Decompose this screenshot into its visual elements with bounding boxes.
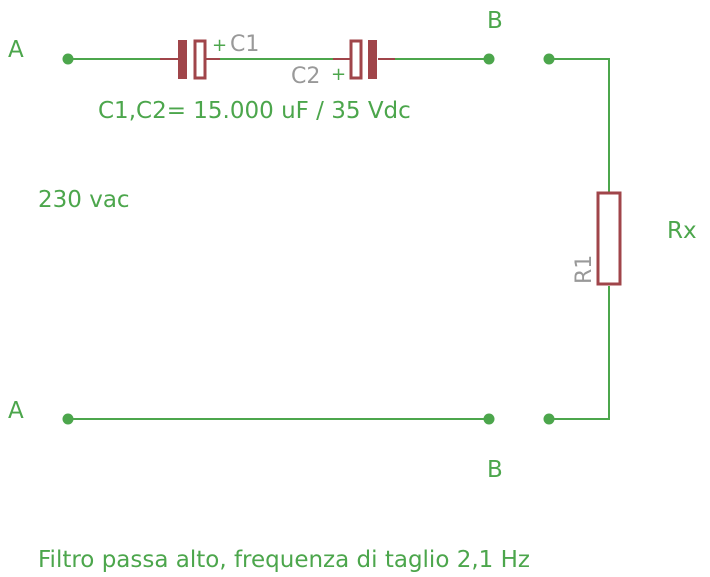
terminal-b-top-label: B xyxy=(487,8,503,34)
c2-plate-positive xyxy=(349,39,363,80)
capacitor-c1 xyxy=(160,39,220,80)
r1-name-label: R1 xyxy=(572,255,597,284)
load-top-dot xyxy=(543,53,555,65)
capacitor-spec-label: C1,C2= 15.000 uF / 35 Vdc xyxy=(98,98,411,124)
capacitor-c2 xyxy=(333,39,395,80)
wire-load-bottom xyxy=(549,286,610,420)
terminal-b-top-dot xyxy=(483,53,495,65)
resistor-r1 xyxy=(596,191,622,286)
caption: Filtro passa alto, frequenza di taglio 2… xyxy=(38,547,530,573)
load-label: Rx xyxy=(667,218,697,244)
c2-polarity-mark: + xyxy=(331,64,346,85)
c2-name-label: C2 xyxy=(291,64,320,89)
terminal-a-top-label: A xyxy=(8,37,24,63)
terminal-a-top-dot xyxy=(62,53,74,65)
c1-plate-positive xyxy=(193,39,207,80)
terminal-a-bottom-label: A xyxy=(8,398,24,424)
input-voltage-label: 230 vac xyxy=(38,187,130,213)
c1-name-label: C1 xyxy=(230,32,259,57)
c2-plate-negative xyxy=(368,40,377,79)
c1-plate-negative xyxy=(178,40,187,79)
terminal-b-bottom-dot xyxy=(483,413,495,425)
terminal-b-bottom-label: B xyxy=(487,457,503,483)
terminal-a-bottom-dot xyxy=(62,413,74,425)
load-bottom-dot xyxy=(543,413,555,425)
wire-load-top xyxy=(549,58,610,192)
c1-polarity-mark: + xyxy=(212,35,227,56)
